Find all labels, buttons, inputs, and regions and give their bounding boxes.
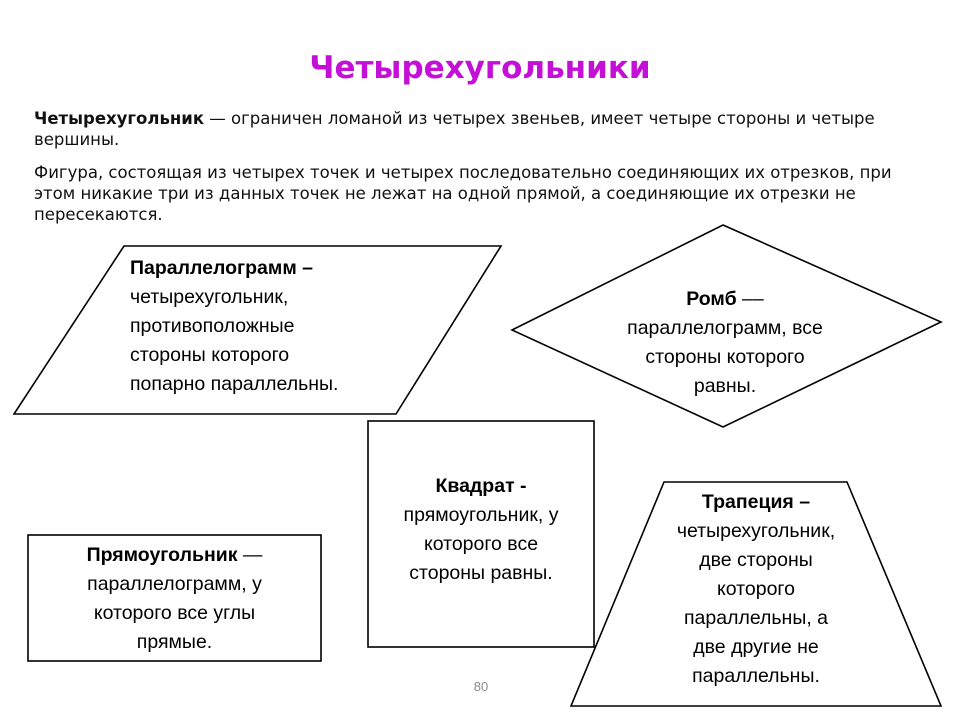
parallelogram-label: Параллелограмм – четырехугольник, против… [130, 254, 338, 399]
definition-text: — ограничен ломаной из четырех звеньев, … [34, 109, 875, 149]
parallelogram-line: четырехугольник, [130, 286, 289, 308]
rhombus-term: Ромб [686, 288, 737, 310]
trapezoid-line: четырехугольник, [676, 520, 836, 542]
trapezoid-line: параллельны, а [683, 607, 829, 629]
trapezoid-label: Трапеция – четырехугольник, две стороны … [636, 488, 876, 691]
square-label: Квадрат - прямоугольник, у которого все … [370, 472, 592, 588]
rectangle-shape [27, 534, 322, 662]
square-shape [367, 420, 595, 648]
square-line: прямоугольник, у [403, 504, 559, 526]
definition-paragraph: Четырехугольник — ограничен ломаной из ч… [34, 108, 924, 150]
rectangle-label: Прямоугольник — параллелограмм, у которо… [30, 541, 319, 657]
trapezoid-line: две другие не [693, 636, 819, 658]
rectangle-term: Прямоугольник [86, 544, 238, 566]
parallelogram-line: стороны которого [130, 344, 290, 366]
rectangle-line: прямые. [136, 631, 213, 653]
square-line: стороны равны. [409, 562, 553, 584]
trapezoid-term: Трапеция – [701, 491, 811, 513]
rectangle-line: параллелограмм, у [87, 573, 262, 595]
rectangle-line: которого все углы [93, 602, 256, 624]
rectangle-dash: — [237, 544, 263, 566]
parallelogram-line: противоположные [130, 315, 295, 337]
rhombus-line: стороны которого [645, 346, 805, 368]
definition-term: Четырехугольник [34, 109, 205, 128]
trapezoid-shape [569, 481, 943, 707]
trapezoid-line: параллельны. [692, 665, 820, 687]
page-number: 80 [473, 679, 489, 694]
figure-description: Фигура, состоящая из четырех точек и чет… [34, 163, 892, 224]
parallelogram-shape [12, 245, 503, 415]
parallelogram-term: Параллелограмм – [130, 257, 314, 279]
trapezoid-line: которого [717, 578, 795, 600]
trapezoid-line: две стороны [699, 549, 813, 571]
page-title: Четырехугольники [309, 50, 651, 86]
rhombus-dash: –– [736, 288, 764, 310]
rhombus-line: равны. [693, 375, 757, 397]
square-term: Квадрат - [435, 475, 527, 497]
rhombus-line: параллелограмм, все [627, 317, 823, 339]
rhombus-label: Ромб –– параллелограмм, все стороны кото… [600, 285, 850, 401]
rhombus-shape [510, 224, 943, 428]
parallelogram-line: попарно параллельны. [130, 373, 339, 395]
square-line: которого все [423, 533, 539, 555]
